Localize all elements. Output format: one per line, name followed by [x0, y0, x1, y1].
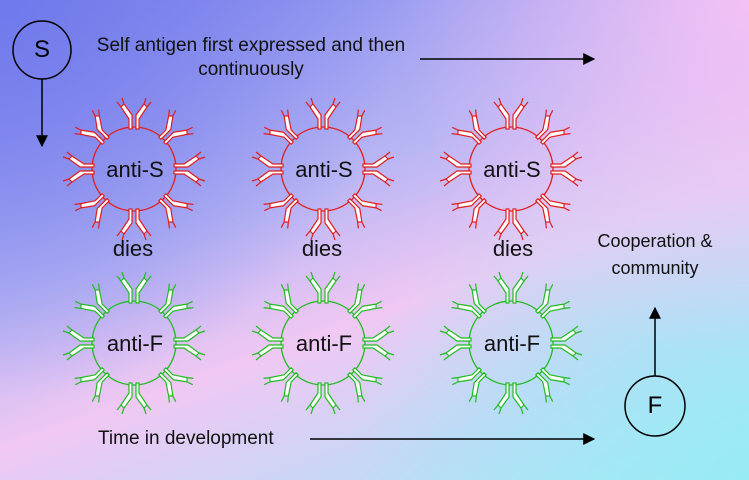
node-s-label: S [33, 36, 50, 63]
bottom-caption: Time in development [98, 428, 274, 449]
foreign-cell-3 [439, 271, 583, 415]
receptor [439, 151, 472, 187]
receptor [263, 283, 299, 319]
receptor [305, 208, 341, 241]
receptor [62, 151, 95, 187]
receptor [550, 151, 583, 187]
receptor [535, 367, 571, 403]
receptor [116, 271, 152, 304]
top-caption: Self antigen first expressed and then co… [96, 35, 406, 80]
receptor [173, 325, 206, 361]
foreign-cell-1 [62, 271, 206, 415]
outcome-label-1: dies [112, 236, 154, 261]
receptor [74, 283, 110, 319]
outcome-label-2: dies [301, 236, 343, 261]
cell-label-foreign-1: anti-F [106, 331, 164, 356]
cell-label-foreign-3: anti-F [483, 331, 541, 356]
receptor [74, 367, 110, 403]
receptor [158, 283, 194, 319]
self-cell-1 [62, 97, 206, 241]
receptor [493, 208, 529, 241]
receptor [305, 271, 341, 304]
foreign-cell-2 [251, 271, 395, 415]
receptor [158, 367, 194, 403]
receptor [347, 367, 383, 403]
receptor [263, 367, 299, 403]
receptor [493, 382, 529, 415]
receptor [74, 193, 110, 229]
receptor [263, 193, 299, 229]
receptor [493, 97, 529, 130]
receptor [347, 193, 383, 229]
side-caption: Cooperation & community [597, 231, 713, 278]
receptor [74, 109, 110, 145]
receptor [251, 325, 284, 361]
receptor [116, 208, 152, 241]
node-f-label: F [647, 392, 663, 419]
receptor [451, 193, 487, 229]
receptor [451, 109, 487, 145]
receptor [439, 325, 472, 361]
cell-label-foreign-2: anti-F [295, 331, 353, 356]
outcome-label-3: dies [492, 236, 534, 261]
receptor [535, 283, 571, 319]
receptor [347, 283, 383, 319]
receptor [362, 151, 395, 187]
receptor [451, 283, 487, 319]
receptor [535, 193, 571, 229]
receptor [305, 97, 341, 130]
cell-label-self-1: anti-S [106, 157, 164, 182]
receptor [62, 325, 95, 361]
cell-label-self-3: anti-S [483, 157, 541, 182]
receptor [116, 382, 152, 415]
receptor [550, 325, 583, 361]
cell-label-self-2: anti-S [295, 157, 353, 182]
self-cell-2 [251, 97, 395, 241]
self-cells-row [62, 97, 583, 241]
receptor [158, 193, 194, 229]
receptor [535, 109, 571, 145]
foreign-cells-row [62, 271, 583, 415]
receptor [173, 151, 206, 187]
receptor [116, 97, 152, 130]
receptor [158, 109, 194, 145]
receptor [263, 109, 299, 145]
receptor [305, 382, 341, 415]
receptor [362, 325, 395, 361]
receptor [493, 271, 529, 304]
receptor [451, 367, 487, 403]
receptor [347, 109, 383, 145]
self-cell-3 [439, 97, 583, 241]
receptor [251, 151, 284, 187]
